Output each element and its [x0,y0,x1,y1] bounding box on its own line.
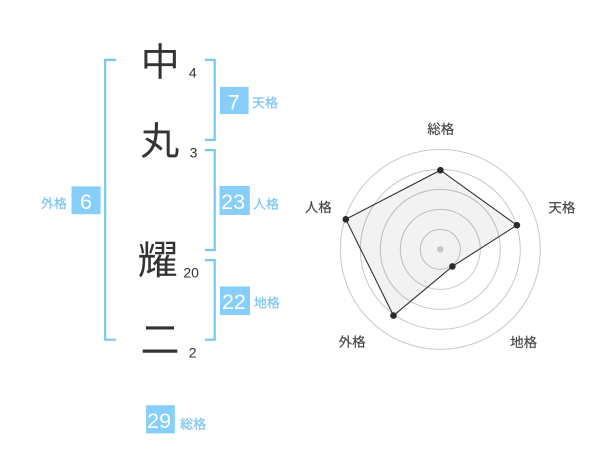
svg-text:29: 29 [147,409,171,433]
svg-text:23: 23 [221,190,245,214]
svg-text:22: 22 [222,290,246,314]
svg-text:20: 20 [183,265,199,281]
svg-text:7: 7 [228,91,240,115]
svg-text:2: 2 [189,345,197,361]
svg-text:6: 6 [80,190,92,214]
svg-text:3: 3 [190,145,198,161]
svg-text:4: 4 [189,64,197,80]
